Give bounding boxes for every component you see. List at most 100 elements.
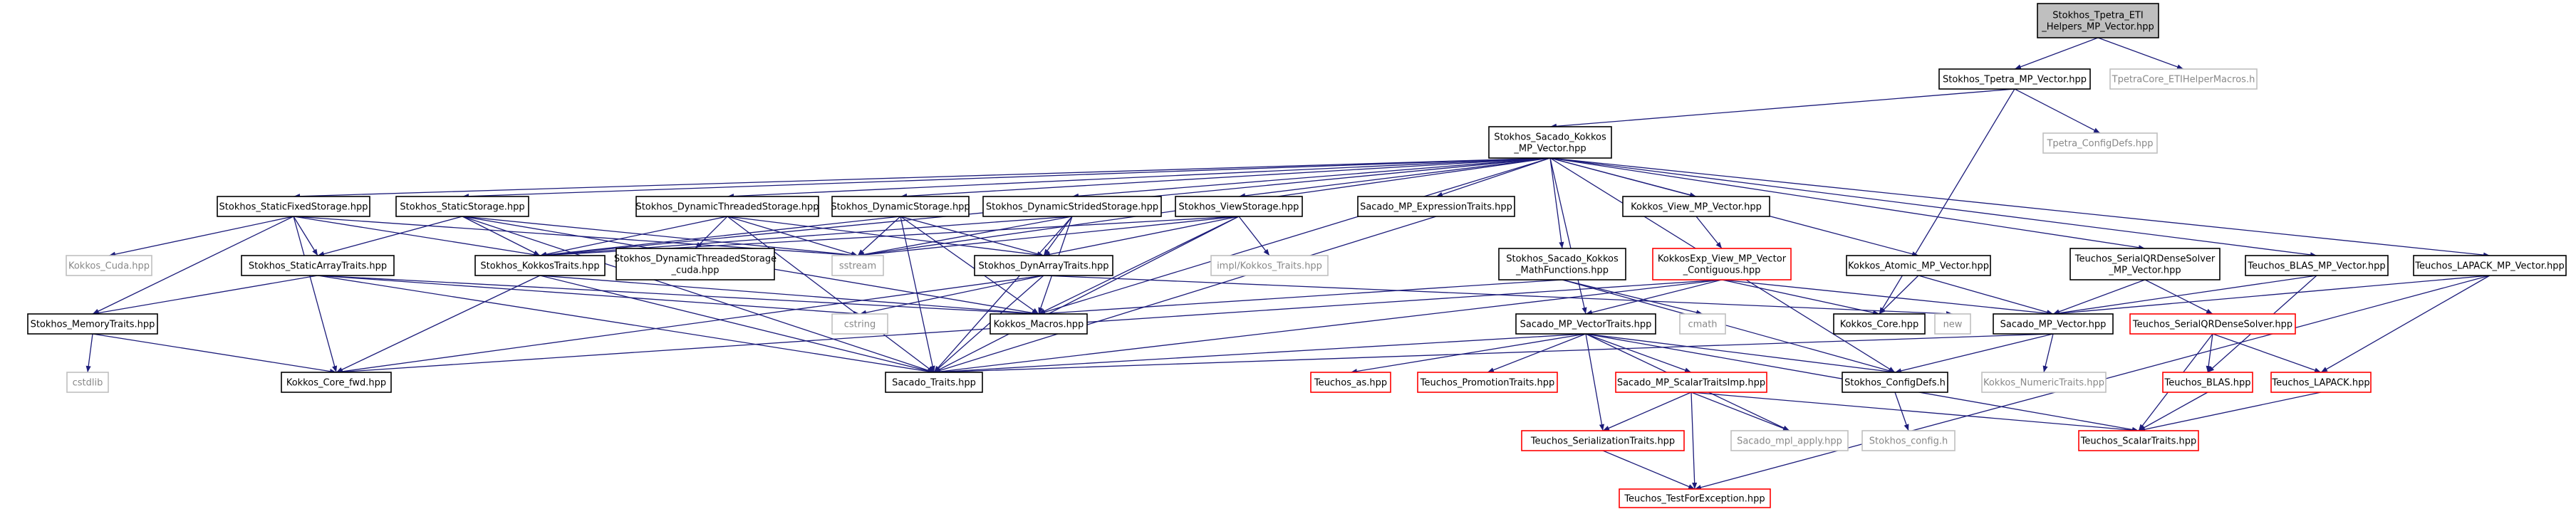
node-stokhos-staticstorage-hpp[interactable]: Stokhos_StaticStorage.hpp	[395, 196, 529, 217]
node-sacado-mp-vectortraits-hpp[interactable]: Sacado_MP_VectorTraits.hpp	[1515, 313, 1656, 335]
node-box	[1846, 255, 1991, 276]
node-teuchos-blas-hpp[interactable]: Teuchos_BLAS.hpp	[2162, 372, 2253, 393]
node-stokhos-configdefs-h[interactable]: Stokhos_ConfigDefs.h	[1842, 372, 1948, 393]
node-teuchos-lapack-hpp[interactable]: Teuchos_LAPACK.hpp	[2270, 372, 2372, 393]
node-teuchos-serialqrdensesolver-mp-vector-hpp[interactable]: Teuchos_SerialQRDenseSolver_MP_Vector.hp…	[2069, 248, 2221, 280]
node-kokkos-macros-hpp[interactable]: Kokkos_Macros.hpp	[990, 313, 1088, 335]
node-kokkos-view-mp-vector-hpp[interactable]: Kokkos_View_MP_Vector.hpp	[1622, 196, 1770, 217]
node-kokkos-core-hpp[interactable]: Kokkos_Core.hpp	[1833, 313, 1926, 335]
node-label: new	[1943, 320, 1963, 330]
node-box	[66, 255, 152, 276]
edge-skmpv-to-tlapmp	[1549, 157, 2491, 258]
node-teuchos-blas-mp-vector-hpp[interactable]: Teuchos_BLAS_MP_Vector.hpp	[2245, 255, 2389, 276]
edge-tlap-to-tst	[2138, 392, 2322, 432]
node-stokhos-dynarraytraits-hpp[interactable]: Stokhos_DynArrayTraits.hpp	[974, 255, 1113, 276]
edge-smt-to-cstdlib	[85, 333, 93, 373]
nodes-layer: Stokhos_Tpetra_ETI_Helpers_MP_Vector.hpp…	[27, 3, 2567, 508]
node-teuchos-serializationtraits-hpp[interactable]: Teuchos_SerializationTraits.hpp	[1521, 430, 1685, 451]
node-stokhos-tpetra-mp-vector-hpp[interactable]: Stokhos_Tpetra_MP_Vector.hpp	[1938, 68, 2091, 90]
edge-ss-to-sat	[317, 216, 463, 257]
node-box	[1730, 430, 1849, 451]
node-box	[217, 196, 370, 217]
node-sacado-traits-hpp[interactable]: Sacado_Traits.hpp	[885, 372, 983, 393]
node-label: TpetraCore_ETIHelperMacros.h	[2112, 75, 2255, 85]
node-label: Stokhos_StaticStorage.hpp	[400, 202, 524, 213]
node-box	[1833, 313, 1926, 335]
edge-skmpv-to-kmac	[1038, 157, 1551, 315]
edge-dat-to-kcfwd	[336, 275, 1044, 374]
node-label: Stokhos_ConfigDefs.h	[1844, 378, 1946, 389]
node-stokhos-tpetra-eti-helpers-mp-vector-hpp[interactable]: Stokhos_Tpetra_ETI_Helpers_MP_Vector.hpp	[2037, 3, 2159, 38]
node-label: Teuchos_LAPACK.hpp	[2271, 378, 2369, 389]
node-stokhos-sacado-kokkos-mp-vector-hpp[interactable]: Stokhos_Sacado_Kokkos_MP_Vector.hpp	[1488, 126, 1612, 159]
node-kokkos-atomic-mp-vector-hpp[interactable]: Kokkos_Atomic_MP_Vector.hpp	[1846, 255, 1991, 276]
edge-skmf-to-scd	[1562, 279, 1896, 374]
node-box	[27, 313, 158, 335]
node-box	[1210, 255, 1329, 276]
node-box	[1861, 430, 1956, 451]
node-box	[635, 196, 819, 217]
node-stokhos-staticarraytraits-hpp[interactable]: Stokhos_StaticArrayTraits.hpp	[241, 255, 395, 276]
edge-skmpv-to-vs	[1238, 157, 1551, 199]
node-box	[2069, 248, 2221, 280]
edge-sfs-to-kcfwd	[293, 216, 338, 373]
node-box	[241, 255, 395, 276]
node-label: _MP_Vector.hpp	[1513, 144, 1586, 154]
node-kokkos-cuda-hpp: Kokkos_Cuda.hpp	[66, 255, 152, 276]
node-teuchos-lapack-mp-vector-hpp[interactable]: Teuchos_LAPACK_MP_Vector.hpp	[2413, 255, 2567, 276]
node-stokhos-dynamicstridedstorage-hpp[interactable]: Stokhos_DynamicStridedStorage.hpp	[982, 196, 1162, 217]
node-box	[1310, 372, 1391, 393]
node-label: Kokkos_Atomic_MP_Vector.hpp	[1848, 261, 1989, 272]
node-label: Stokhos_DynamicStridedStorage.hpp	[986, 202, 1158, 213]
node-kokkosexp-view-mp-vector-contiguous-hpp[interactable]: KokkosExp_View_MP_Vector_Contiguous.hpp	[1652, 248, 1792, 280]
node-teuchos-promotiontraits-hpp[interactable]: Teuchos_PromotionTraits.hpp	[1417, 372, 1558, 393]
edge-tpmpv-to-skmpv	[1549, 88, 2015, 129]
node-label: Stokhos_Tpetra_ETI	[2052, 11, 2143, 21]
node-new: new	[1934, 313, 1971, 335]
node-label: Teuchos_LAPACK_MP_Vector.hpp	[2414, 261, 2564, 272]
node-teuchos-serialqrdensesolver-hpp[interactable]: Teuchos_SerialQRDenseSolver.hpp	[2129, 313, 2296, 335]
node-stokhos-dynamicthreadedstorage-cuda-hpp[interactable]: Stokhos_DynamicThreadedStorage_cuda.hpp	[614, 248, 777, 280]
edge-root-to-tpmpv	[2014, 37, 2099, 70]
node-label: Stokhos_Sacado_Kokkos	[1506, 254, 1619, 265]
node-stokhos-dynamicthreadedstorage-hpp[interactable]: Stokhos_DynamicThreadedStorage.hpp	[635, 196, 819, 217]
edge-mpvt-to-tser	[1585, 333, 1604, 431]
node-sacado-mp-expressiontraits-hpp[interactable]: Sacado_MP_ExpressionTraits.hpp	[1357, 196, 1515, 217]
node-teuchos-scalartraits-hpp[interactable]: Teuchos_ScalarTraits.hpp	[2078, 430, 2199, 451]
edge-mpv-to-strait	[933, 333, 2054, 375]
node-box	[1619, 488, 1771, 508]
node-stokhos-viewstorage-hpp[interactable]: Stokhos_ViewStorage.hpp	[1175, 196, 1303, 217]
edges-layer	[85, 37, 2491, 490]
edge-tlapmp-to-mpv	[2052, 275, 2491, 316]
node-cstring: cstring	[831, 313, 888, 335]
node-label: cstdlib	[73, 378, 103, 389]
edge-dat-to-strait	[933, 275, 1044, 373]
edge-ds-to-kmac	[900, 216, 1039, 315]
node-kokkos-core-fwd-hpp[interactable]: Kokkos_Core_fwd.hpp	[281, 372, 392, 393]
node-stokhos-memorytraits-hpp[interactable]: Stokhos_MemoryTraits.hpp	[27, 313, 158, 335]
node-teuchos-as-hpp[interactable]: Teuchos_as.hpp	[1310, 372, 1391, 393]
node-label: Teuchos_SerialQRDenseSolver.hpp	[2132, 320, 2292, 330]
node-box	[1175, 196, 1303, 217]
node-tpetracore-etihelpermacros-h: TpetraCore_ETIHelperMacros.h	[2109, 68, 2258, 90]
node-label: Stokhos_Tpetra_MP_Vector.hpp	[1943, 75, 2087, 85]
node-box	[2162, 372, 2253, 393]
node-stokhos-staticfixedstorage-hpp[interactable]: Stokhos_StaticFixedStorage.hpp	[217, 196, 370, 217]
edge-skmpv-to-mpvt	[1549, 157, 1587, 315]
node-teuchos-testforexception-hpp[interactable]: Teuchos_TestForException.hpp	[1619, 488, 1771, 508]
edge-skmpv-to-ds	[900, 157, 1551, 199]
node-stokhos-kokkostraits-hpp[interactable]: Stokhos_KokkosTraits.hpp	[474, 255, 606, 276]
edge-dts-to-sstream	[727, 216, 858, 256]
node-label: Kokkos_Macros.hpp	[994, 320, 1084, 330]
edge-kamp-to-kcore	[1879, 275, 1919, 315]
node-box	[281, 372, 392, 393]
node-sacado-mp-vector-hpp[interactable]: Sacado_MP_Vector.hpp	[1993, 313, 2114, 335]
node-sacado-mp-scalartraitsimp-hpp[interactable]: Sacado_MP_ScalarTraitsImp.hpp	[1615, 372, 1767, 393]
node-stokhos-sacado-kokkos-mathfunctions-hpp[interactable]: Stokhos_Sacado_Kokkos_MathFunctions.hpp	[1498, 248, 1626, 280]
edge-scd-to-scfg	[1894, 392, 1909, 431]
node-label: Sacado_MP_ExpressionTraits.hpp	[1360, 202, 1512, 213]
edge-tsqr-to-tsqrd	[2144, 279, 2213, 315]
node-stokhos-dynamicstorage-hpp[interactable]: Stokhos_DynamicStorage.hpp	[831, 196, 970, 217]
node-box	[1417, 372, 1558, 393]
edge-kevc-to-kcore	[1721, 279, 1880, 315]
